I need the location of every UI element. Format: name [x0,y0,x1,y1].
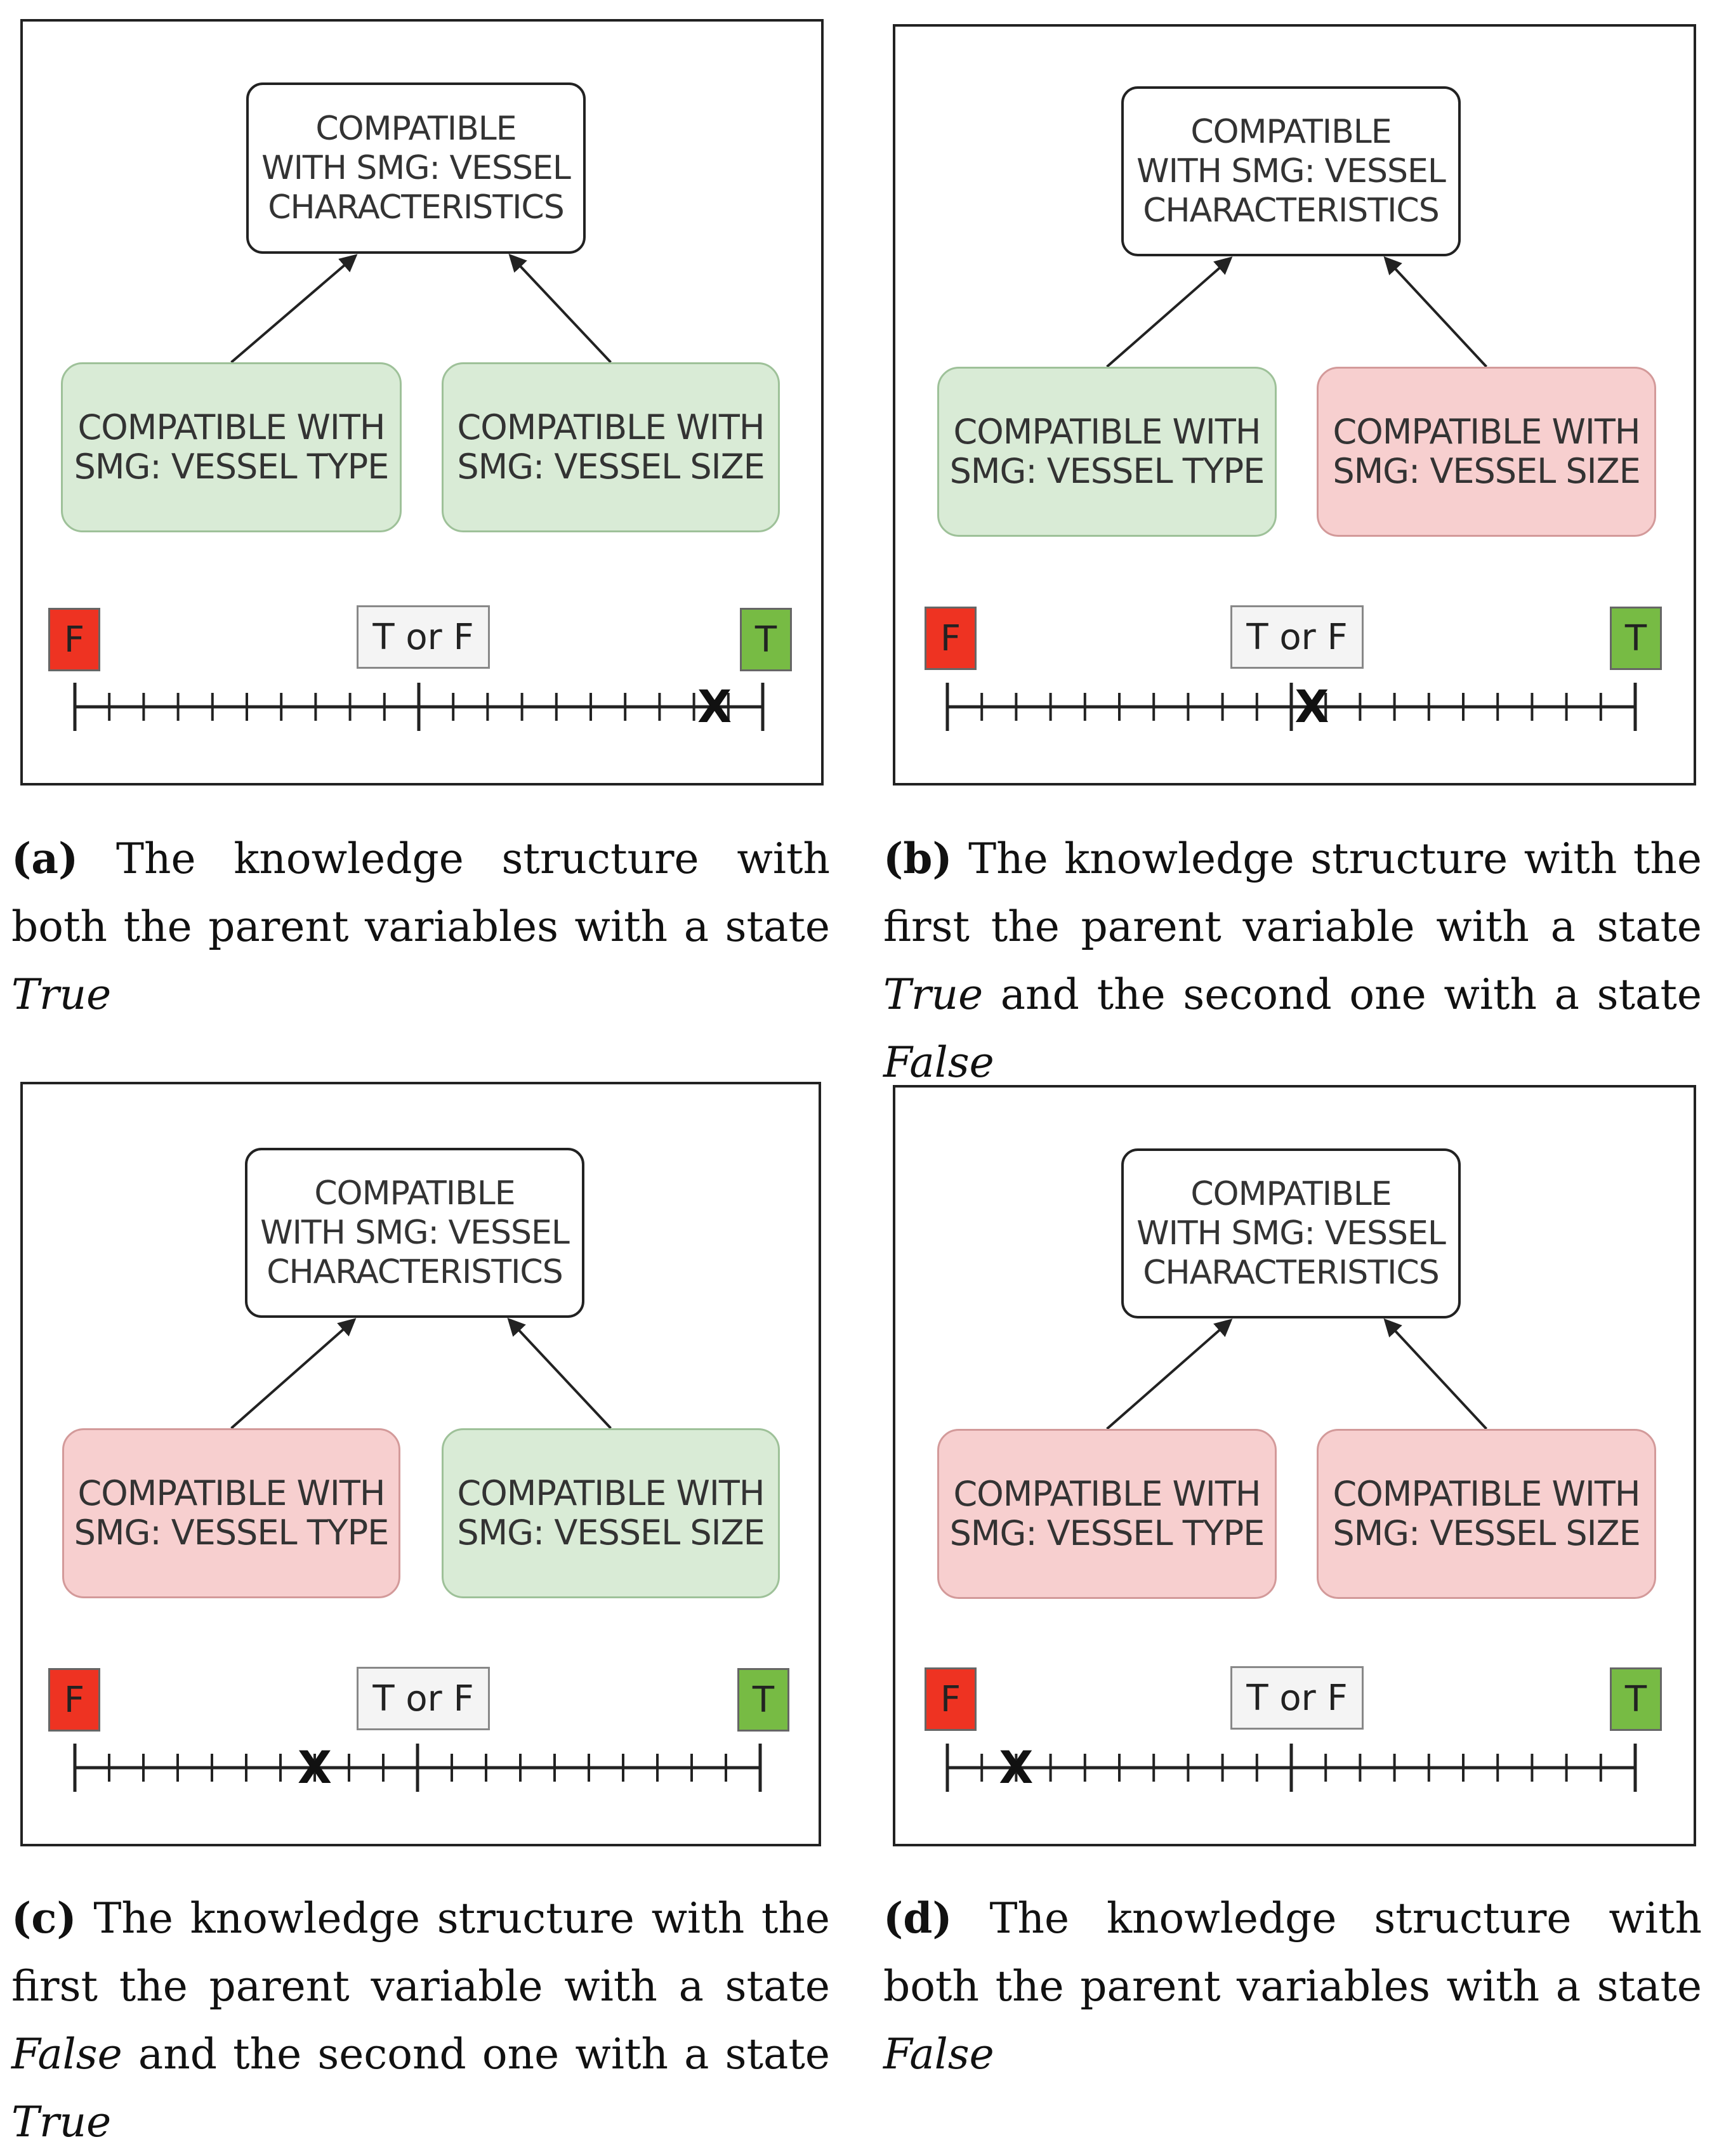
caption-text: and the second one with a state [122,2030,830,2079]
true-badge: T [740,608,792,671]
caption-emphasis: True [11,2098,112,2146]
true-badge: T [1610,1667,1662,1731]
child-node-vessel-type: COMPATIBLE WITH SMG: VESSEL TYPE [61,362,402,532]
child-node-vessel-type: COMPATIBLE WITH SMG: VESSEL TYPE [937,367,1277,537]
false-badge: F [925,1667,977,1731]
caption-emphasis: True [883,970,984,1019]
parent-node: COMPATIBLE WITH SMG: VESSEL CHARACTERIST… [245,1148,584,1318]
true-badge: T [1610,607,1662,670]
panel-d: X COMPATIBLE WITH SMG: VESSEL CHARACTERI… [893,1085,1696,1846]
false-badge: F [48,1668,100,1732]
caption-d: (d) The knowledge structure with both th… [883,1884,1702,2088]
caption-text: The knowledge structure with both the pa… [883,1894,1702,2011]
caption-b: (b) The knowledge structure with the fir… [883,825,1702,1096]
parent-node: COMPATIBLE WITH SMG: VESSEL CHARACTERIST… [1121,1148,1461,1318]
caption-tag: (a) [11,834,79,883]
arrow [1383,1318,1487,1430]
panel-c-graphics: X [73,1317,762,1794]
true-or-false-badge: T or F [1230,605,1364,669]
true-badge: T [737,1668,789,1732]
child-node-vessel-type: COMPATIBLE WITH SMG: VESSEL TYPE [937,1429,1277,1599]
parent-node: COMPATIBLE WITH SMG: VESSEL CHARACTERIST… [246,82,586,254]
caption-tag: (c) [11,1893,77,1943]
true-or-false-badge: T or F [357,605,490,669]
child-node-vessel-size: COMPATIBLE WITH SMG: VESSEL SIZE [442,362,780,532]
panel-c: X COMPATIBLE WITH SMG: VESSEL CHARACTERI… [20,1082,821,1846]
child-node-vessel-size: COMPATIBLE WITH SMG: VESSEL SIZE [1317,367,1656,537]
scale-marker: X [999,1742,1033,1794]
arrow [230,254,358,364]
caption-tag: (b) [883,834,952,883]
caption-text: The knowledge structure with the first t… [883,834,1702,951]
caption-emphasis: False [883,2030,994,2079]
arrow [1383,256,1487,368]
panel-b: X COMPATIBLE WITH SMG: VESSEL CHARACTERI… [893,24,1696,785]
arrow [508,253,612,364]
caption-emphasis: False [883,1038,994,1087]
caption-text: The knowledge structure with the first t… [11,1894,830,2011]
caption-a: (a) The knowledge structure with both th… [11,825,830,1029]
arrow [507,1317,612,1430]
child-node-vessel-size: COMPATIBLE WITH SMG: VESSEL SIZE [1317,1429,1656,1599]
true-or-false-badge: T or F [1230,1666,1364,1730]
arrow [230,1318,357,1430]
panel-a-graphics: X [73,253,765,733]
child-node-vessel-size: COMPATIBLE WITH SMG: VESSEL SIZE [442,1428,780,1598]
caption-c: (c) The knowledge structure with the fir… [11,1884,830,2156]
panel-a: X COMPATIBLE WITH SMG: VESSEL CHARACTERI… [20,19,824,785]
arrow [1106,256,1233,368]
scale-marker: X [697,681,732,733]
caption-emphasis: False [11,2030,122,2079]
false-badge: F [48,608,100,671]
scale-marker: X [298,1742,332,1794]
caption-text: and the second one with a state [983,970,1702,1019]
caption-tag: (d) [883,1893,952,1943]
arrow [1106,1318,1233,1430]
panel-b-graphics: X [945,256,1637,733]
scale-marker: X [1295,681,1329,733]
panel-d-graphics: X [945,1318,1637,1794]
false-badge: F [925,607,977,670]
true-or-false-badge: T or F [357,1667,490,1730]
caption-emphasis: True [11,970,112,1019]
parent-node: COMPATIBLE WITH SMG: VESSEL CHARACTERIST… [1121,86,1461,256]
child-node-vessel-type: COMPATIBLE WITH SMG: VESSEL TYPE [62,1428,400,1598]
caption-text: The knowledge structure with both the pa… [11,834,830,951]
